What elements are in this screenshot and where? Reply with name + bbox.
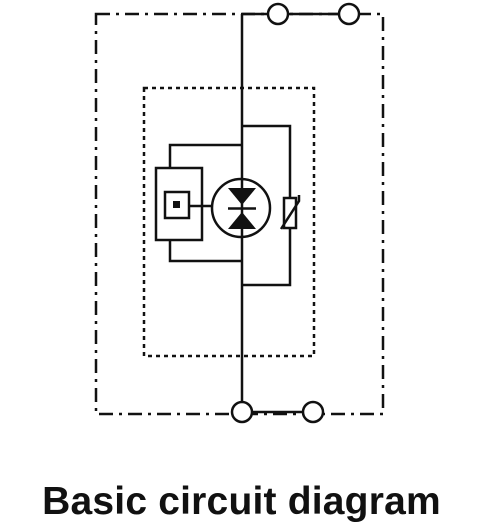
trigger-core: [173, 201, 180, 208]
triac-thyristor-icon: [210, 177, 272, 239]
outer-enclosure-border: [94, 12, 385, 416]
bottom-terminal-right: [301, 400, 325, 424]
bottom-switch-contact: [230, 400, 325, 424]
top-terminal-left: [266, 2, 290, 26]
trigger-bottom-wire: [168, 240, 242, 263]
trigger-inner-box: [163, 190, 191, 220]
top-switch-contact: [242, 2, 361, 26]
varistor-branch: [242, 124, 301, 287]
circuit-diagram: [94, 2, 385, 424]
trigger-top-wire: [168, 143, 242, 168]
inner-enclosure-border: [142, 86, 316, 358]
top-terminal-right: [337, 2, 361, 26]
trigger-module-icon: [154, 166, 204, 242]
diagram-caption: Basic circuit diagram: [42, 480, 441, 523]
varistor-slash: [279, 195, 301, 230]
bottom-terminal-left: [230, 400, 254, 424]
